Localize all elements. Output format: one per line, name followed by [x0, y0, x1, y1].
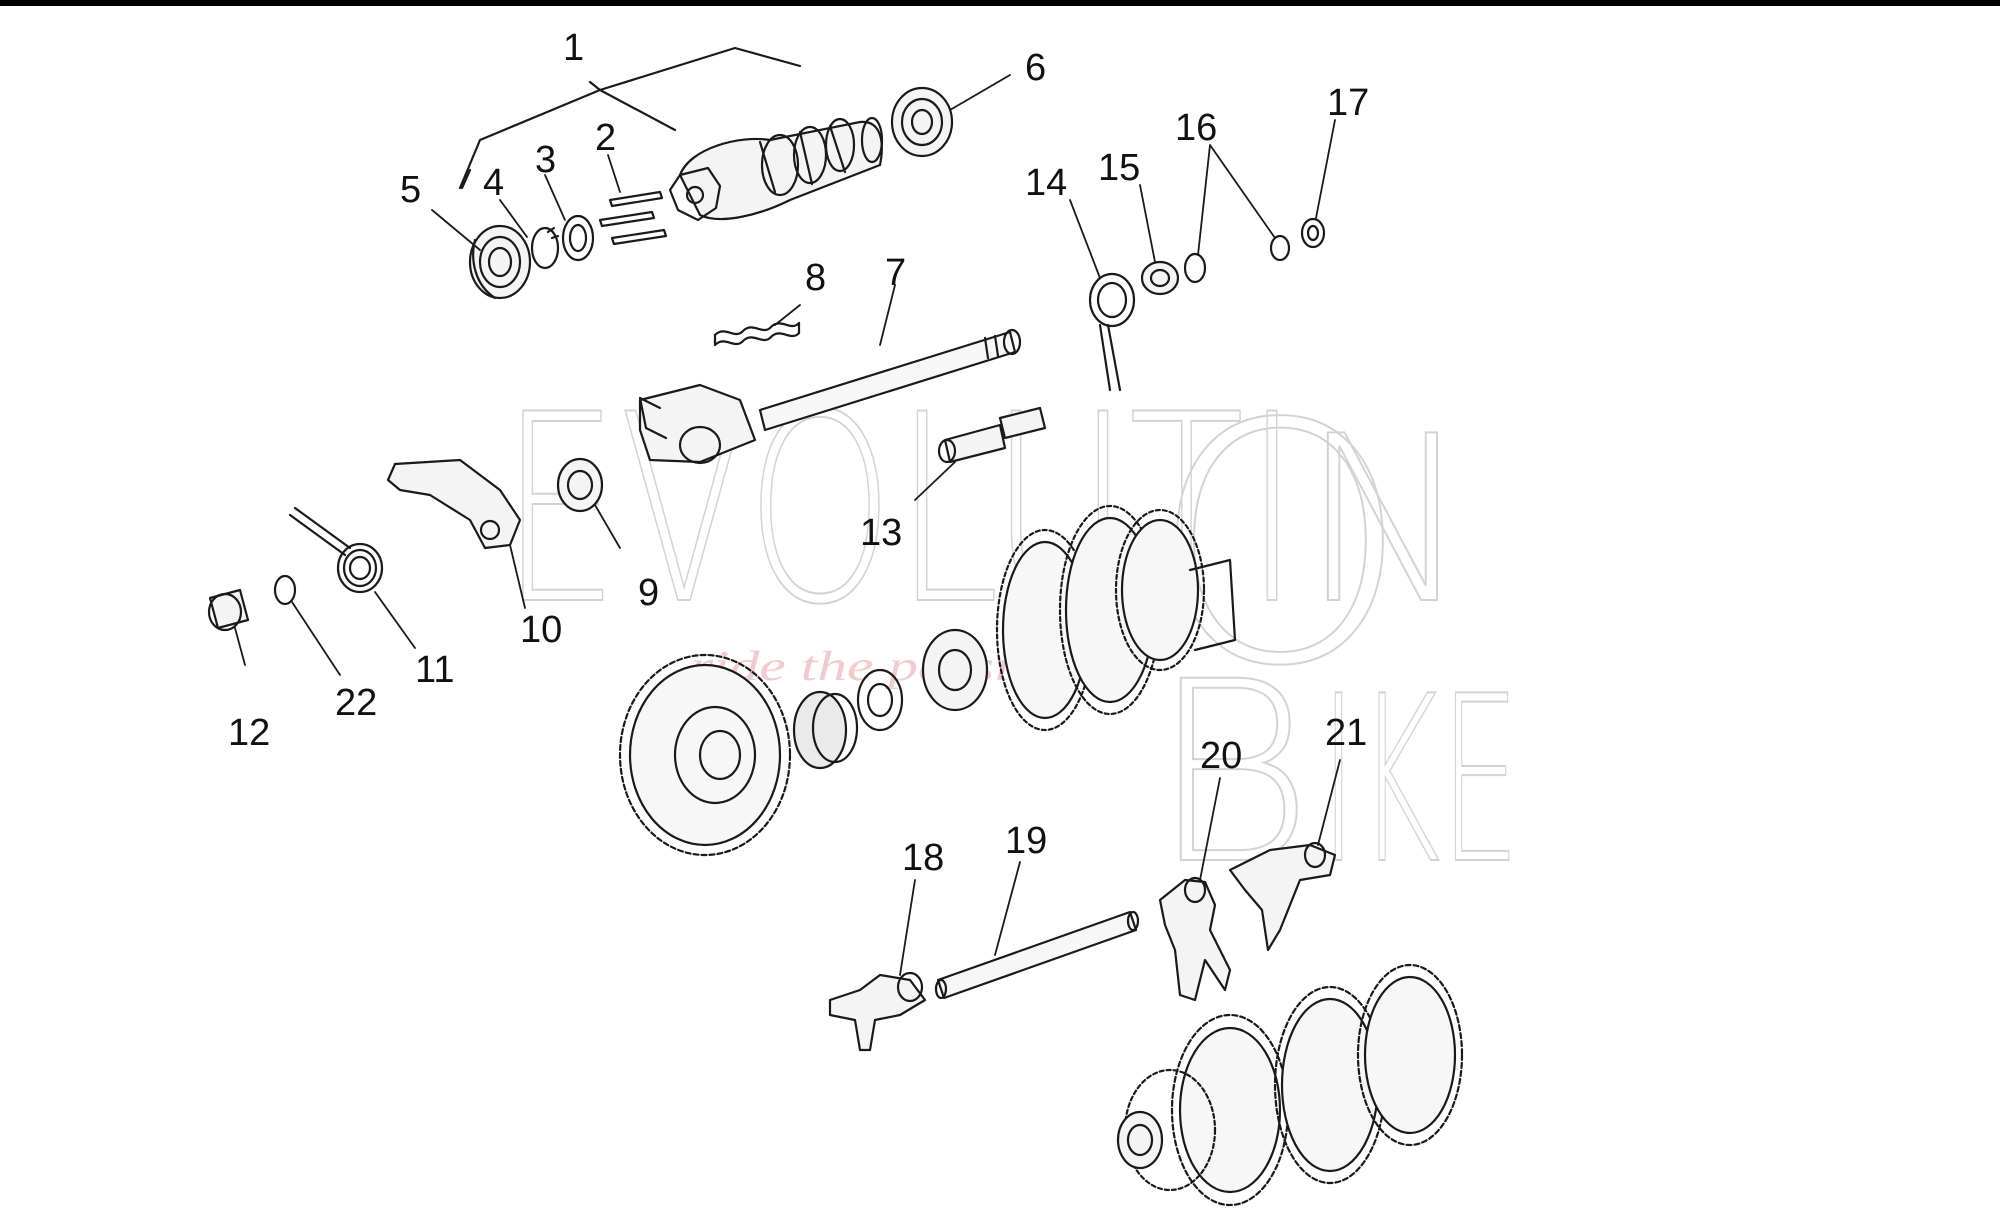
watermark-n: N: [1300, 388, 1472, 655]
gear-cluster-lower: [1116, 963, 1464, 1207]
corner-mark: [460, 168, 472, 190]
part-4-circlip: [530, 226, 560, 270]
part-13-stud-pin: [937, 406, 1047, 464]
part-9-bush: [556, 457, 604, 513]
part-19-fork-shaft: [934, 910, 1140, 1000]
part-1-selector-drum: [668, 116, 884, 222]
top-border: [0, 0, 2000, 6]
part-6-bearing: [890, 86, 954, 158]
part-5-bearing: [468, 224, 532, 300]
part-8-spring: [713, 321, 801, 347]
part-1-bracket: [458, 46, 802, 190]
callout-2: 2: [595, 117, 616, 159]
part-20-shift-fork: [1158, 876, 1232, 1002]
part-12-bush: [207, 588, 250, 632]
thrust-washer: [856, 668, 904, 732]
part-22-circlip: [273, 574, 297, 606]
callout-5: 5: [400, 169, 421, 211]
callout-3: 3: [535, 139, 556, 181]
callout-6: 6: [1025, 47, 1046, 89]
callout-14: 14: [1025, 162, 1067, 204]
callout-20: 20: [1200, 735, 1242, 777]
watermark-o: O: [1150, 354, 1410, 738]
callout-9: 9: [638, 572, 659, 614]
watermark: EVOLUTI O N B IKE ride the passion: [499, 353, 1521, 920]
gear-cluster-upper: [921, 504, 1237, 732]
callout-18: 18: [902, 837, 944, 879]
callout-16: 16: [1175, 107, 1217, 149]
part-15-bush: [1140, 260, 1180, 296]
part-2-pins: [598, 190, 668, 246]
large-gear-left: [618, 653, 792, 857]
callouts: 1 2 3 4 5 6 7 8 9 10 11 12 13 14 15 16 1…: [228, 27, 1369, 879]
callout-4: 4: [483, 162, 504, 204]
part-7-shift-shaft: [638, 328, 1022, 465]
callout-11: 11: [415, 649, 454, 691]
callout-21: 21: [1325, 712, 1367, 754]
callout-1: 1: [563, 27, 584, 69]
callout-8: 8: [805, 257, 826, 299]
part-16-washers: [1183, 234, 1291, 284]
callout-15: 15: [1098, 147, 1140, 189]
leader-lines: [234, 74, 1341, 976]
callout-10: 10: [520, 609, 562, 651]
part-17-washer: [1300, 217, 1326, 249]
needle-bearing: [792, 690, 859, 770]
callout-17: 17: [1327, 82, 1369, 124]
part-21-shift-fork: [1228, 841, 1337, 952]
part-11-torsion-spring: [288, 506, 384, 594]
callout-13: 13: [860, 512, 902, 554]
watermark-word-bottom: IKE: [1320, 648, 1520, 915]
part-18-shift-fork: [828, 971, 927, 1052]
part-14-spring: [1088, 272, 1136, 392]
callout-22: 22: [335, 682, 377, 724]
callout-7: 7: [885, 252, 906, 294]
callout-19: 19: [1005, 820, 1047, 862]
part-3-washer: [561, 214, 595, 262]
callout-12: 12: [228, 712, 270, 754]
